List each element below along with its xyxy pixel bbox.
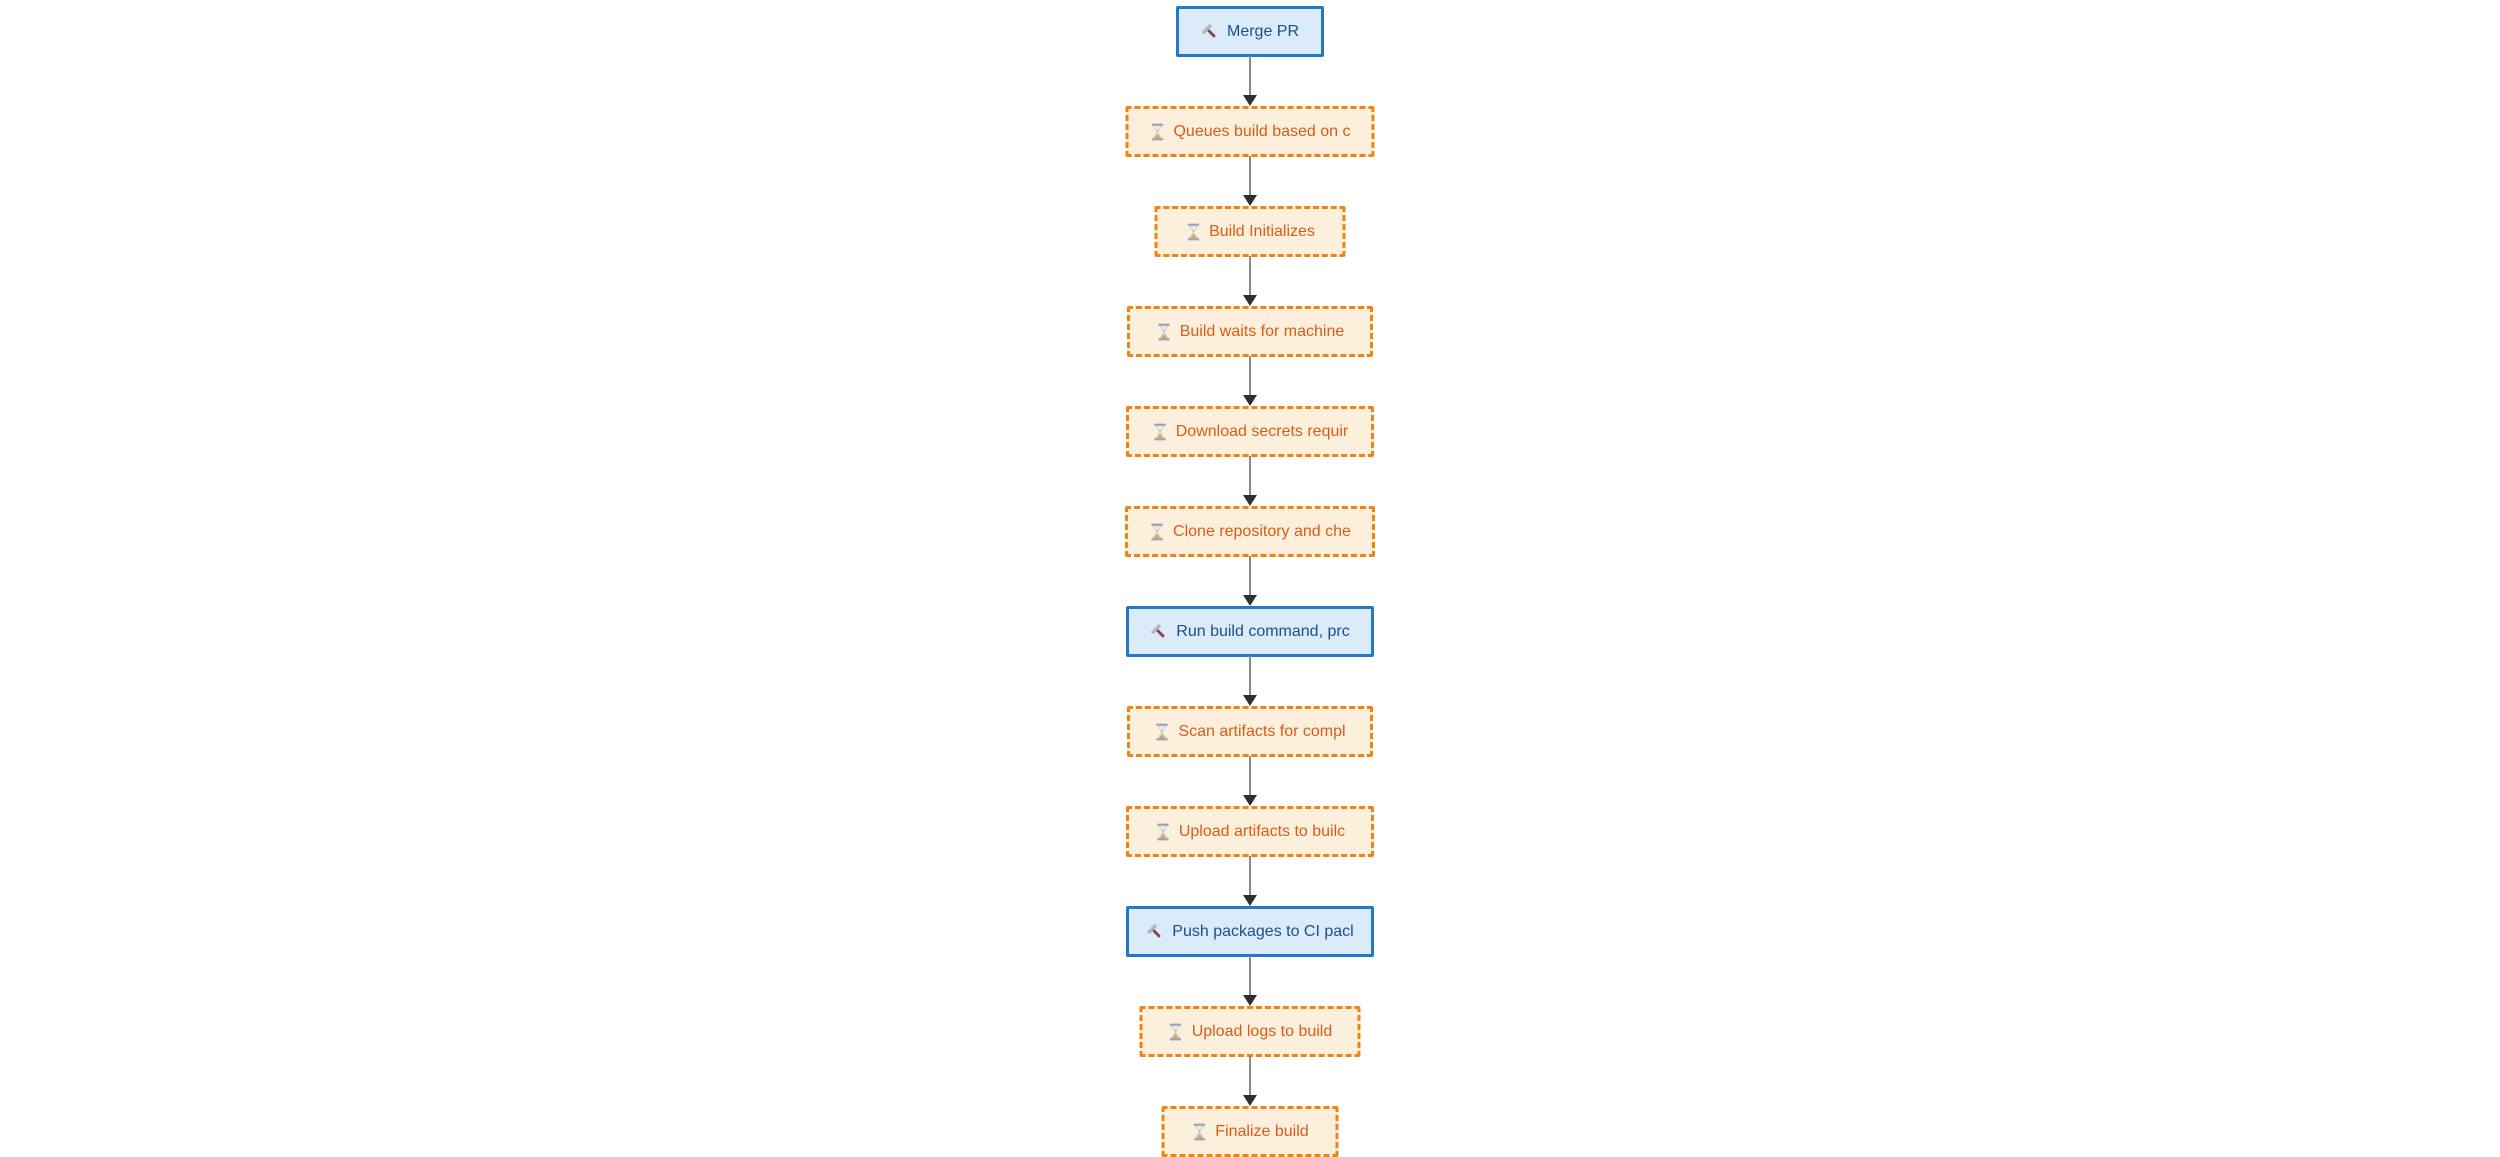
flow-node-label: Clone repository and che xyxy=(1173,522,1351,540)
flow-connector xyxy=(1243,656,1257,706)
arrowhead-icon xyxy=(1243,1095,1257,1106)
arrowhead-icon xyxy=(1243,995,1257,1006)
flow-node-merge-pr[interactable]: Merge PR xyxy=(1176,6,1324,57)
arrowhead-icon xyxy=(1243,895,1257,906)
hammer-icon xyxy=(1201,23,1219,41)
flow-node-label: Build Initializes xyxy=(1209,222,1315,240)
connector-line xyxy=(1249,756,1251,796)
flow-connector xyxy=(1243,556,1257,606)
flow-connector xyxy=(1243,456,1257,506)
hourglass-icon xyxy=(1168,1022,1184,1041)
flow-node-label: Finalize build xyxy=(1215,1122,1309,1140)
connector-line xyxy=(1249,956,1251,996)
arrowhead-icon xyxy=(1243,295,1257,306)
arrowhead-icon xyxy=(1243,795,1257,806)
connector-line xyxy=(1249,556,1251,596)
flow-node-scan-artifacts[interactable]: Scan artifacts for compl xyxy=(1127,706,1373,757)
connector-line xyxy=(1249,356,1251,396)
flow-connector xyxy=(1243,356,1257,406)
flow-node-download-secrets[interactable]: Download secrets requir xyxy=(1126,406,1374,457)
flow-node-upload-logs[interactable]: Upload logs to build xyxy=(1139,1006,1361,1057)
flow-node-label: Download secrets requir xyxy=(1175,422,1349,440)
connector-line xyxy=(1249,256,1251,296)
arrowhead-icon xyxy=(1243,595,1257,606)
flow-connector xyxy=(1243,156,1257,206)
flow-connector xyxy=(1243,856,1257,906)
flow-connector xyxy=(1243,256,1257,306)
connector-line xyxy=(1249,56,1251,96)
flow-node-label: Merge PR xyxy=(1226,22,1300,40)
arrowhead-icon xyxy=(1243,395,1257,406)
flow-connector xyxy=(1243,56,1257,106)
connector-line xyxy=(1249,456,1251,496)
hourglass-icon xyxy=(1156,322,1172,341)
flow-node-label: Build waits for machine xyxy=(1179,322,1345,340)
hammer-icon xyxy=(1150,623,1169,641)
flow-node-queues-build[interactable]: Queues build based on c xyxy=(1125,106,1375,157)
connector-line xyxy=(1249,656,1251,696)
flow-node-build-waits[interactable]: Build waits for machine xyxy=(1127,306,1373,357)
hourglass-icon xyxy=(1149,522,1165,541)
flow-node-label: Upload artifacts to builc xyxy=(1178,822,1346,840)
flow-node-build-initializes[interactable]: Build Initializes xyxy=(1154,206,1346,257)
connector-line xyxy=(1249,156,1251,196)
flow-node-label: Push packages to CI pacl xyxy=(1172,922,1354,940)
arrowhead-icon xyxy=(1243,195,1257,206)
flow-connector xyxy=(1243,956,1257,1006)
flow-node-push-packages[interactable]: Push packages to CI pacl xyxy=(1126,906,1374,957)
flow-node-label: Scan artifacts for compl xyxy=(1178,722,1346,740)
arrowhead-icon xyxy=(1243,695,1257,706)
hourglass-icon xyxy=(1154,722,1170,741)
flow-node-label: Run build command, prc xyxy=(1176,622,1350,640)
hammer-icon xyxy=(1146,923,1165,941)
flow-node-finalize-build[interactable]: Finalize build xyxy=(1161,1106,1339,1157)
flow-connector xyxy=(1243,756,1257,806)
flow-node-run-build-command[interactable]: Run build command, prc xyxy=(1126,606,1374,657)
connector-line xyxy=(1249,856,1251,896)
hourglass-icon xyxy=(1155,822,1171,841)
arrowhead-icon xyxy=(1243,495,1257,506)
hourglass-icon xyxy=(1149,122,1165,141)
arrowhead-icon xyxy=(1243,95,1257,106)
connector-line xyxy=(1249,1056,1251,1096)
flow-node-label: Queues build based on c xyxy=(1173,122,1351,140)
flow-connector xyxy=(1243,1056,1257,1106)
flow-node-upload-artifacts[interactable]: Upload artifacts to builc xyxy=(1126,806,1374,857)
hourglass-icon xyxy=(1152,422,1168,441)
flow-node-clone-repository[interactable]: Clone repository and che xyxy=(1125,506,1375,557)
hourglass-icon xyxy=(1191,1122,1207,1141)
flow-node-label: Upload logs to build xyxy=(1191,1022,1333,1040)
hourglass-icon xyxy=(1185,222,1201,241)
